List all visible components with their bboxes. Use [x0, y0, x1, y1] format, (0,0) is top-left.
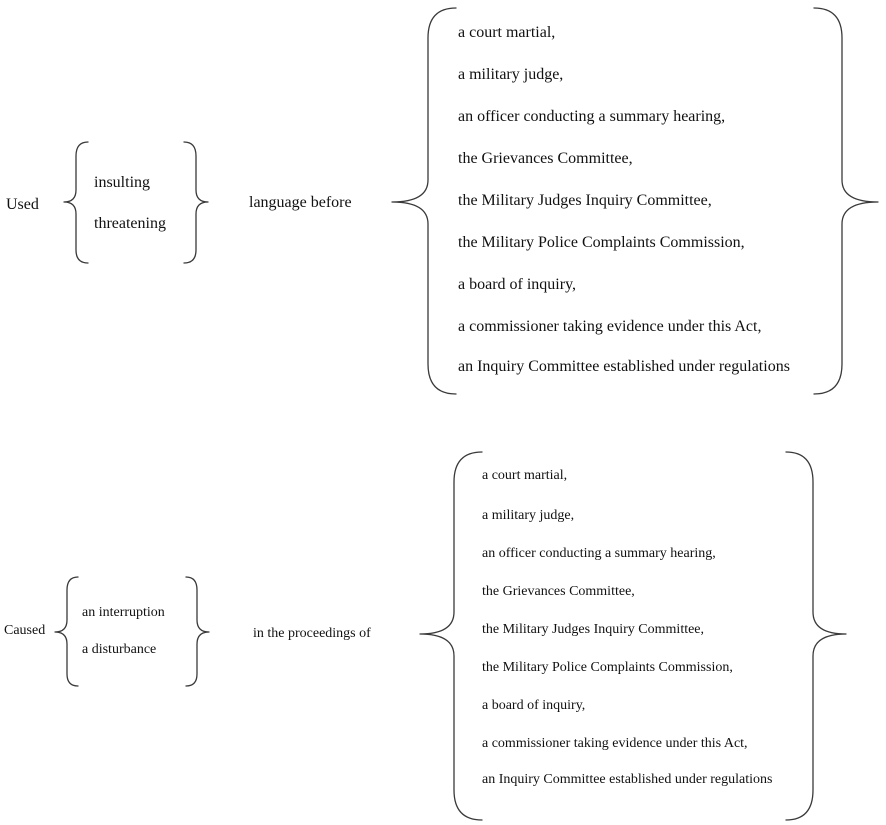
list-item: the Military Judges Inquiry Committee,: [458, 192, 712, 209]
list-item: a commissioner taking evidence under thi…: [482, 736, 748, 751]
list-item: a board of inquiry,: [482, 698, 586, 713]
brace-close-nouns: [185, 576, 210, 687]
list-item: the Grievances Committee,: [482, 584, 635, 599]
list-item: a military judge,: [458, 66, 564, 83]
subject-caused: Caused: [4, 623, 46, 638]
list-item: the Grievances Committee,: [458, 150, 633, 167]
brace-close-bodies-2: [785, 451, 847, 821]
adjective-threatening: threatening: [94, 215, 166, 232]
noun-interruption: an interruption: [82, 605, 165, 620]
brace-open-nouns: [54, 576, 79, 687]
list-item: a military judge,: [482, 508, 575, 523]
list-item: an Inquiry Committee established under r…: [482, 772, 773, 787]
list-item: a court martial,: [458, 24, 556, 41]
brace-open-bodies: [391, 7, 457, 395]
list-item: a court martial,: [482, 468, 568, 483]
connector-in-the-proceedings-of: in the proceedings of: [253, 626, 371, 641]
adjective-insulting: insulting: [94, 174, 151, 191]
brace-close-bodies: [813, 7, 879, 395]
connector-language-before: language before: [249, 194, 352, 211]
noun-disturbance: a disturbance: [82, 642, 157, 657]
list-item: an officer conducting a summary hearing,: [482, 546, 716, 561]
list-item: a board of inquiry,: [458, 276, 577, 293]
subject-used: Used: [6, 196, 39, 213]
brace-open-bodies-2: [419, 451, 483, 821]
list-item: an Inquiry Committee established under r…: [458, 358, 790, 375]
list-item: the Military Judges Inquiry Committee,: [482, 622, 705, 637]
brace-close-adjectives: [183, 141, 209, 264]
list-item: the Military Police Complaints Commissio…: [458, 234, 745, 251]
list-item: a commissioner taking evidence under thi…: [458, 318, 762, 335]
brace-open-adjectives: [63, 141, 89, 264]
list-item: the Military Police Complaints Commissio…: [482, 660, 733, 675]
list-item: an officer conducting a summary hearing,: [458, 108, 726, 125]
